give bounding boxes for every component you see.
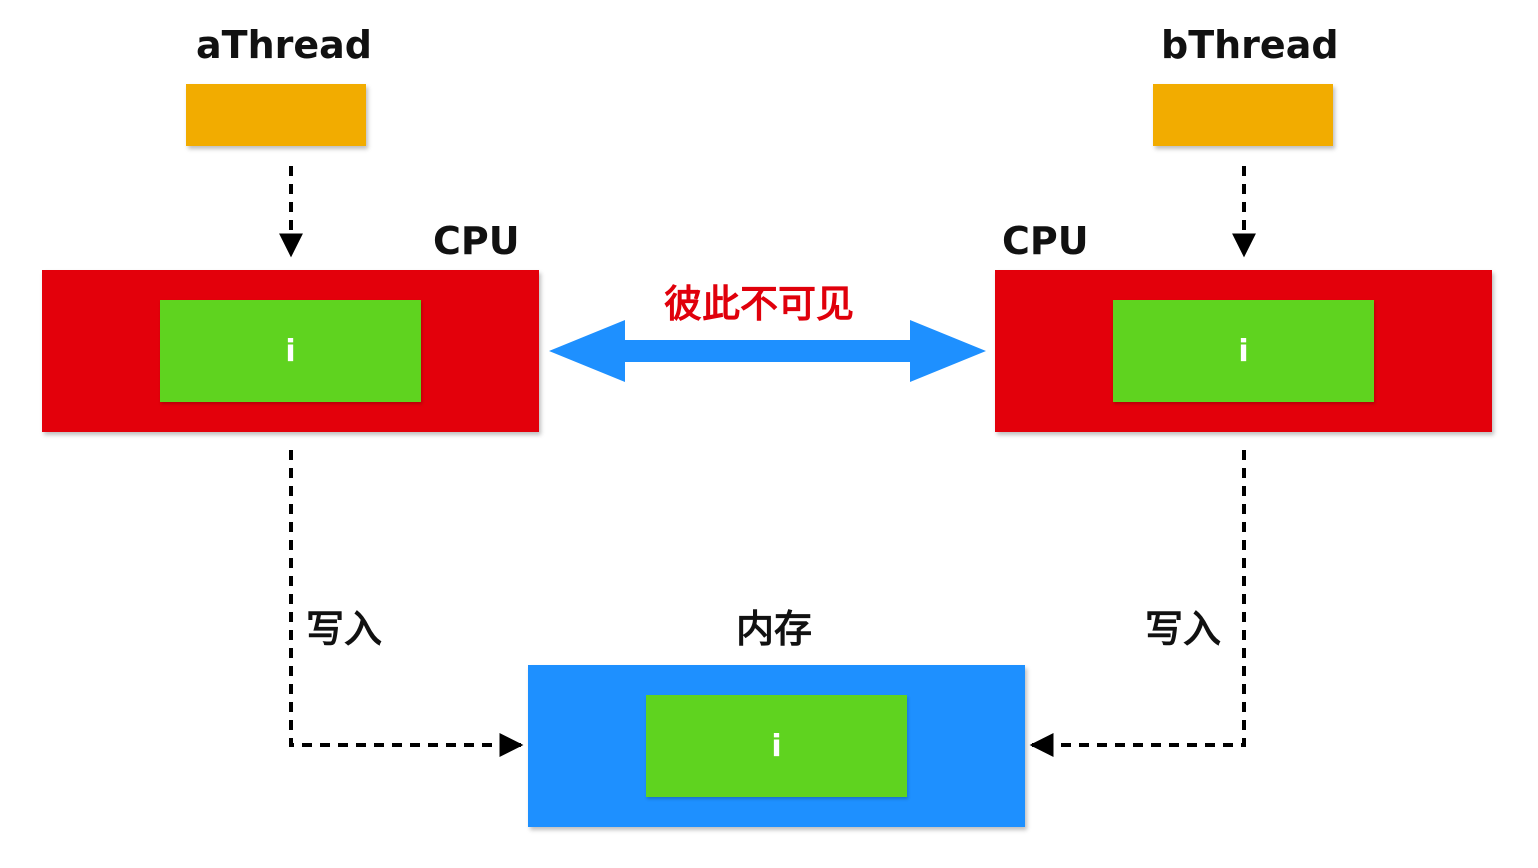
cpu-right-variable-box: i	[1113, 300, 1374, 402]
memory-variable-box: i	[646, 695, 907, 797]
right-cpu-to-memory-arrow	[1029, 450, 1246, 757]
write-label-left: 写入	[306, 607, 383, 651]
cpu-left-variable-box: i	[160, 300, 421, 402]
memory-variable-label: i	[771, 728, 782, 764]
cpu-label-left: CPU	[433, 219, 520, 263]
athread-box	[186, 84, 366, 146]
visibility-label: 彼此不可见	[664, 282, 855, 326]
bthread-box	[1153, 84, 1333, 146]
cpu-label-right: CPU	[1002, 219, 1089, 263]
bthread-label: bThread	[1161, 23, 1339, 67]
visibility-double-arrow	[549, 320, 986, 382]
left-cpu-to-memory-arrow	[289, 450, 524, 757]
cpu-right-variable-label: i	[1238, 333, 1249, 369]
cpu-left-variable-label: i	[285, 333, 296, 369]
write-label-right: 写入	[1145, 607, 1222, 651]
memory-label: 内存	[736, 607, 813, 651]
athread-label: aThread	[196, 23, 372, 67]
